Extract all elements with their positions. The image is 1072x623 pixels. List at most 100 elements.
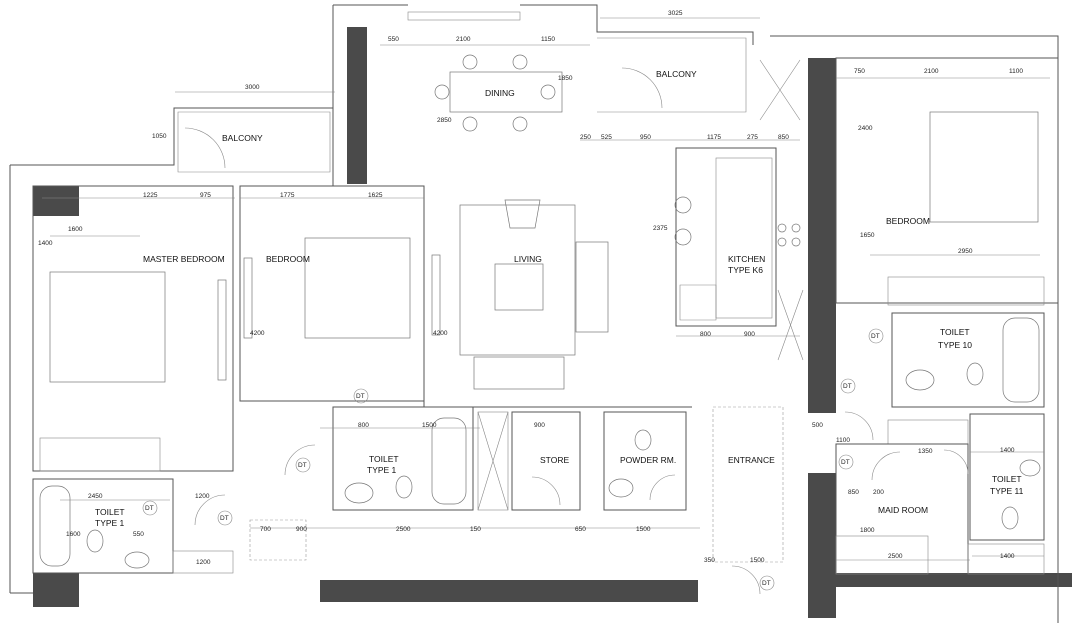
dim-label: 2100 <box>924 68 939 75</box>
dim-label: 1650 <box>860 232 875 239</box>
door-tag-label: DT <box>356 393 365 400</box>
dim-label: 1050 <box>152 133 167 140</box>
door-tag-label: DT <box>220 515 229 522</box>
wall-bottom-right <box>836 573 1072 587</box>
dim-label: 250 <box>580 134 591 141</box>
label-entrance: ENTRANCE <box>728 455 775 465</box>
dim-label: 1600 <box>66 531 81 538</box>
dim-label: 200 <box>873 489 884 496</box>
wall-bottom-left <box>33 573 79 607</box>
dim-label: 1400 <box>1000 447 1015 454</box>
dim-label: 2850 <box>437 117 452 124</box>
dim-label: 1625 <box>368 192 383 199</box>
label-powder-room: POWDER RM. <box>620 455 676 465</box>
dim-label: 3025 <box>668 10 683 17</box>
dim-label: 800 <box>700 331 711 338</box>
kitchen-stool <box>674 196 692 214</box>
label-dining: DINING <box>485 88 515 98</box>
label-bedroom-right: BEDROOM <box>886 216 930 226</box>
dim-label: 2375 <box>653 225 668 232</box>
door-tag <box>868 328 884 344</box>
dim-label: 500 <box>812 422 823 429</box>
dim-label: 1200 <box>196 559 211 566</box>
bed-right <box>929 111 1039 223</box>
door-tags: DT DT DT DT DT DT DT DT <box>142 328 884 591</box>
dining-chair <box>462 54 478 70</box>
dim-label: 2500 <box>888 553 903 560</box>
dim-label: 2100 <box>456 36 471 43</box>
dim-label: 4200 <box>250 330 265 337</box>
structural-walls <box>33 27 1072 618</box>
basin <box>1019 459 1041 477</box>
room-labels: BALCONY DINING BALCONY BEDROOM MASTER BE… <box>95 69 1024 528</box>
label-toilet1a-2: TYPE 1 <box>367 465 397 475</box>
label-toilet10-2: TYPE 10 <box>938 340 972 350</box>
hob-ring <box>791 223 801 233</box>
dim-label: 1150 <box>541 36 555 43</box>
label-toilet11-1: TOILET <box>992 474 1022 484</box>
dining-chair <box>434 84 450 100</box>
hob-ring <box>777 237 787 247</box>
label-kitchen-2: TYPE K6 <box>728 265 763 275</box>
label-toilet11-2: TYPE 11 <box>990 486 1024 496</box>
dim-label: 650 <box>575 526 586 533</box>
label-store: STORE <box>540 455 569 465</box>
dim-label: 1200 <box>195 493 210 500</box>
bathtub <box>431 417 467 505</box>
dim-label: 850 <box>778 134 789 141</box>
wall-master-bedroom-corner <box>33 186 79 216</box>
label-toilet10-1: TOILET <box>940 327 970 337</box>
dim-label: 800 <box>358 422 369 429</box>
doors <box>184 67 969 595</box>
wall-column-right <box>808 58 836 413</box>
wall-column-lower-right <box>808 473 836 618</box>
label-kitchen-1: KITCHEN <box>728 254 765 264</box>
wc <box>634 429 652 451</box>
label-maid-room: MAID ROOM <box>878 505 928 515</box>
dim-label: 1100 <box>836 437 850 444</box>
dim-label: 350 <box>704 557 715 564</box>
room-outlines <box>9 4 1059 623</box>
dim-label: 950 <box>640 134 651 141</box>
dim-label: 1225 <box>143 192 158 199</box>
basin <box>905 369 935 391</box>
wc <box>1001 506 1019 530</box>
dim-label: 900 <box>296 526 307 533</box>
label-balcony-top: BALCONY <box>656 69 697 79</box>
dim-label: 750 <box>854 68 865 75</box>
hob-ring <box>777 223 787 233</box>
dining-table <box>449 71 563 113</box>
dimension-labels: 3025 550 2100 1150 750 2100 1100 3000 18… <box>38 10 1023 566</box>
door-tag-label: DT <box>841 459 850 466</box>
basin <box>608 478 634 498</box>
wc <box>86 529 104 553</box>
coffee-table <box>494 263 544 311</box>
dim-label: 2400 <box>858 125 873 132</box>
door-tag <box>295 457 311 473</box>
wardrobe-rail <box>217 279 227 381</box>
bed-master <box>49 271 166 383</box>
basin <box>124 551 150 569</box>
door-tag-label: DT <box>298 462 307 469</box>
dim-label: 2450 <box>88 493 103 500</box>
wall-column-dining-left <box>347 27 367 184</box>
dim-label: 1400 <box>38 240 53 247</box>
bathtub <box>39 485 71 567</box>
dim-label: 550 <box>133 531 144 538</box>
bed-middle <box>304 237 411 339</box>
dim-label: 275 <box>747 134 758 141</box>
dim-label: 1850 <box>558 75 573 82</box>
dim-label: 975 <box>200 192 211 199</box>
dim-label: 700 <box>260 526 271 533</box>
dining-chair <box>540 84 556 100</box>
furniture <box>39 54 1041 569</box>
dim-label: 1600 <box>68 226 83 233</box>
sofa-bottom <box>473 356 565 390</box>
tv-unit <box>431 254 441 336</box>
dining-chair <box>462 116 478 132</box>
door-tag-label: DT <box>145 505 154 512</box>
wc <box>966 362 984 386</box>
hob-ring <box>791 237 801 247</box>
dim-label: 2950 <box>958 248 973 255</box>
